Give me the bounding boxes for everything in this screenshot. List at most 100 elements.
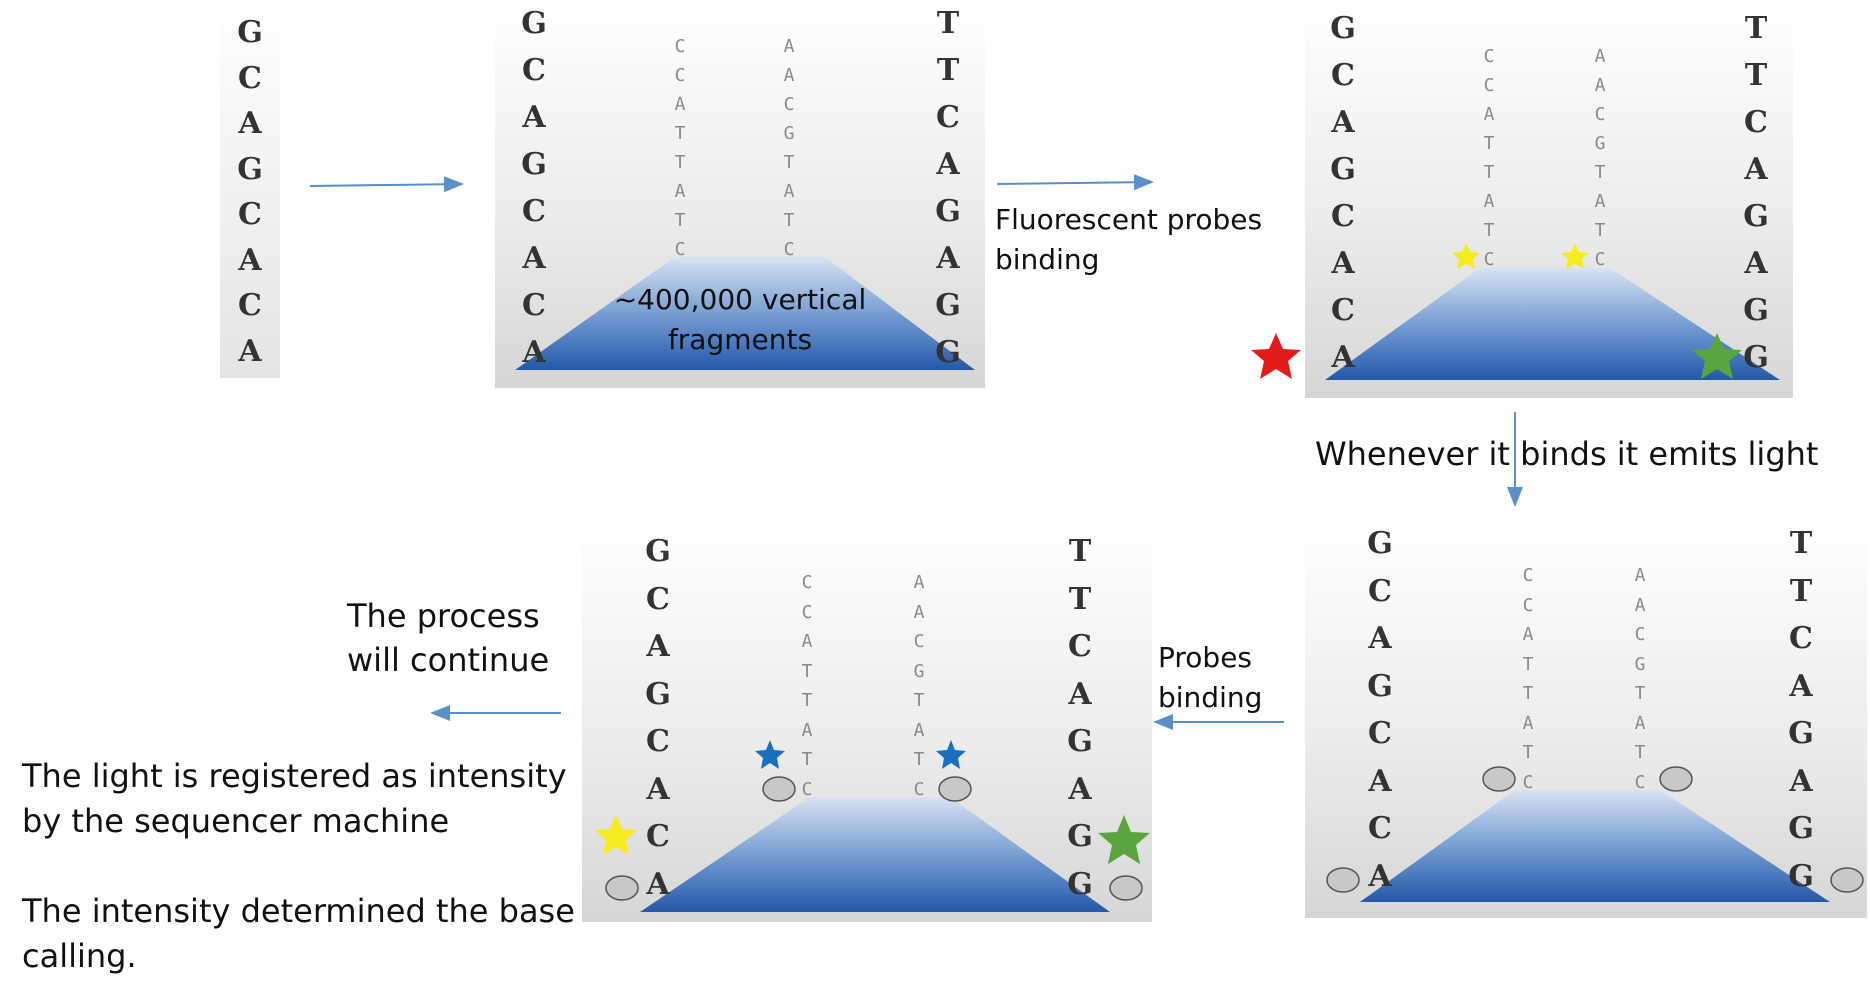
- base-letter: T: [1594, 162, 1606, 183]
- base-letter: G: [935, 335, 961, 370]
- flowcell-surface: [1325, 268, 1780, 380]
- green-star-icon: [1692, 333, 1742, 379]
- base-letter: T: [783, 210, 795, 231]
- base-letter: T: [674, 123, 686, 144]
- base-letter: C: [522, 194, 546, 229]
- base-letter: A: [1483, 104, 1495, 125]
- base-letter: T: [1522, 653, 1534, 675]
- base-letter: G: [237, 15, 263, 50]
- base-letter: A: [238, 333, 262, 369]
- base-letter: C: [913, 778, 925, 800]
- base-letter: G: [1067, 724, 1093, 759]
- base-letter: T: [1789, 573, 1813, 609]
- base-letter: A: [1331, 105, 1355, 140]
- base-letter: C: [1483, 75, 1495, 96]
- base-letter: A: [1744, 152, 1768, 187]
- base-letter: T: [801, 690, 813, 711]
- base-letter: T: [674, 210, 686, 231]
- probe-icon: [1482, 766, 1516, 792]
- step-label-probes-binding: Probes binding: [1158, 638, 1262, 718]
- base-letter: A: [238, 242, 262, 278]
- note-base-calling: The intensity determined the base callin…: [22, 889, 575, 979]
- base-letter: T: [1522, 742, 1534, 763]
- base-letter: C: [238, 197, 262, 232]
- probe-icon: [1830, 867, 1864, 893]
- base-letter: G: [521, 147, 547, 182]
- base-letter: T: [913, 690, 925, 711]
- base-letter: G: [935, 288, 961, 323]
- base-letter: A: [913, 601, 925, 623]
- red-star-icon: [1251, 333, 1301, 379]
- base-letter: A: [674, 181, 686, 202]
- base-letter: A: [1068, 771, 1092, 807]
- base-letter: C: [1068, 629, 1092, 664]
- base-letter: T: [1594, 220, 1606, 241]
- base-letter: C: [1522, 565, 1534, 586]
- base-letter: G: [1367, 668, 1393, 704]
- fragments-caption: ~400,000 vertical fragments: [600, 280, 880, 360]
- panel-1-strand: [220, 0, 280, 378]
- base-letter: A: [783, 65, 795, 86]
- flowcell-surface: [515, 257, 975, 370]
- base-letter: T: [1744, 11, 1768, 46]
- base-letter: C: [646, 724, 670, 759]
- label-line: Fluorescent probes: [995, 203, 1263, 236]
- base-letter: A: [936, 241, 960, 276]
- base-letter: C: [801, 778, 813, 800]
- base-letter: A: [1368, 621, 1392, 656]
- base-letter: G: [521, 6, 547, 41]
- base-letter: G: [1743, 293, 1769, 328]
- base-letter: C: [1368, 811, 1392, 846]
- blue-star-icon: [755, 740, 785, 769]
- base-letter: C: [238, 60, 262, 96]
- base-letter: A: [1331, 246, 1355, 281]
- note-line: The light is registered as intensity: [22, 757, 567, 795]
- base-letter: T: [1634, 742, 1646, 763]
- base-letter: G: [1788, 811, 1814, 846]
- base-letter: C: [238, 288, 262, 323]
- note-line: calling.: [22, 937, 137, 975]
- base-letter: C: [913, 631, 925, 652]
- base-letter: A: [783, 181, 795, 202]
- base-letter: G: [1330, 11, 1356, 46]
- base-letter: A: [1522, 624, 1534, 645]
- base-letter: A: [238, 106, 262, 141]
- base-letter: A: [1789, 763, 1813, 799]
- base-letter: A: [1744, 246, 1768, 281]
- step-label-fluorescent-binding: Fluorescent probes binding: [995, 200, 1262, 280]
- base-letter: T: [913, 749, 925, 770]
- probe-icon: [1109, 875, 1143, 901]
- base-letter: C: [1331, 58, 1355, 93]
- yellow-star-icon: [1561, 243, 1589, 269]
- base-letter: T: [783, 152, 795, 173]
- base-letter: A: [1594, 46, 1606, 67]
- base-letter: C: [1594, 249, 1606, 270]
- base-letter: G: [1067, 866, 1093, 902]
- probe-icon: [938, 776, 972, 802]
- yellow-star-icon: [595, 815, 637, 855]
- base-letter: A: [1634, 594, 1646, 616]
- base-letter: T: [1789, 526, 1813, 561]
- base-letter: A: [1483, 191, 1495, 212]
- base-letter: G: [783, 123, 795, 144]
- base-letter: C: [522, 288, 546, 323]
- base-letter: C: [1368, 573, 1392, 609]
- base-letter: C: [801, 572, 813, 593]
- base-letter: C: [1483, 249, 1495, 270]
- base-letter: G: [1330, 152, 1356, 187]
- label-line: Probes: [1158, 641, 1253, 674]
- base-letter: C: [1368, 716, 1392, 751]
- base-letter: G: [1594, 133, 1606, 154]
- probe-icon: [605, 875, 639, 901]
- continue-label: The process will continue: [347, 594, 549, 682]
- base-letter: C: [1483, 46, 1495, 67]
- base-letter: C: [1789, 621, 1813, 656]
